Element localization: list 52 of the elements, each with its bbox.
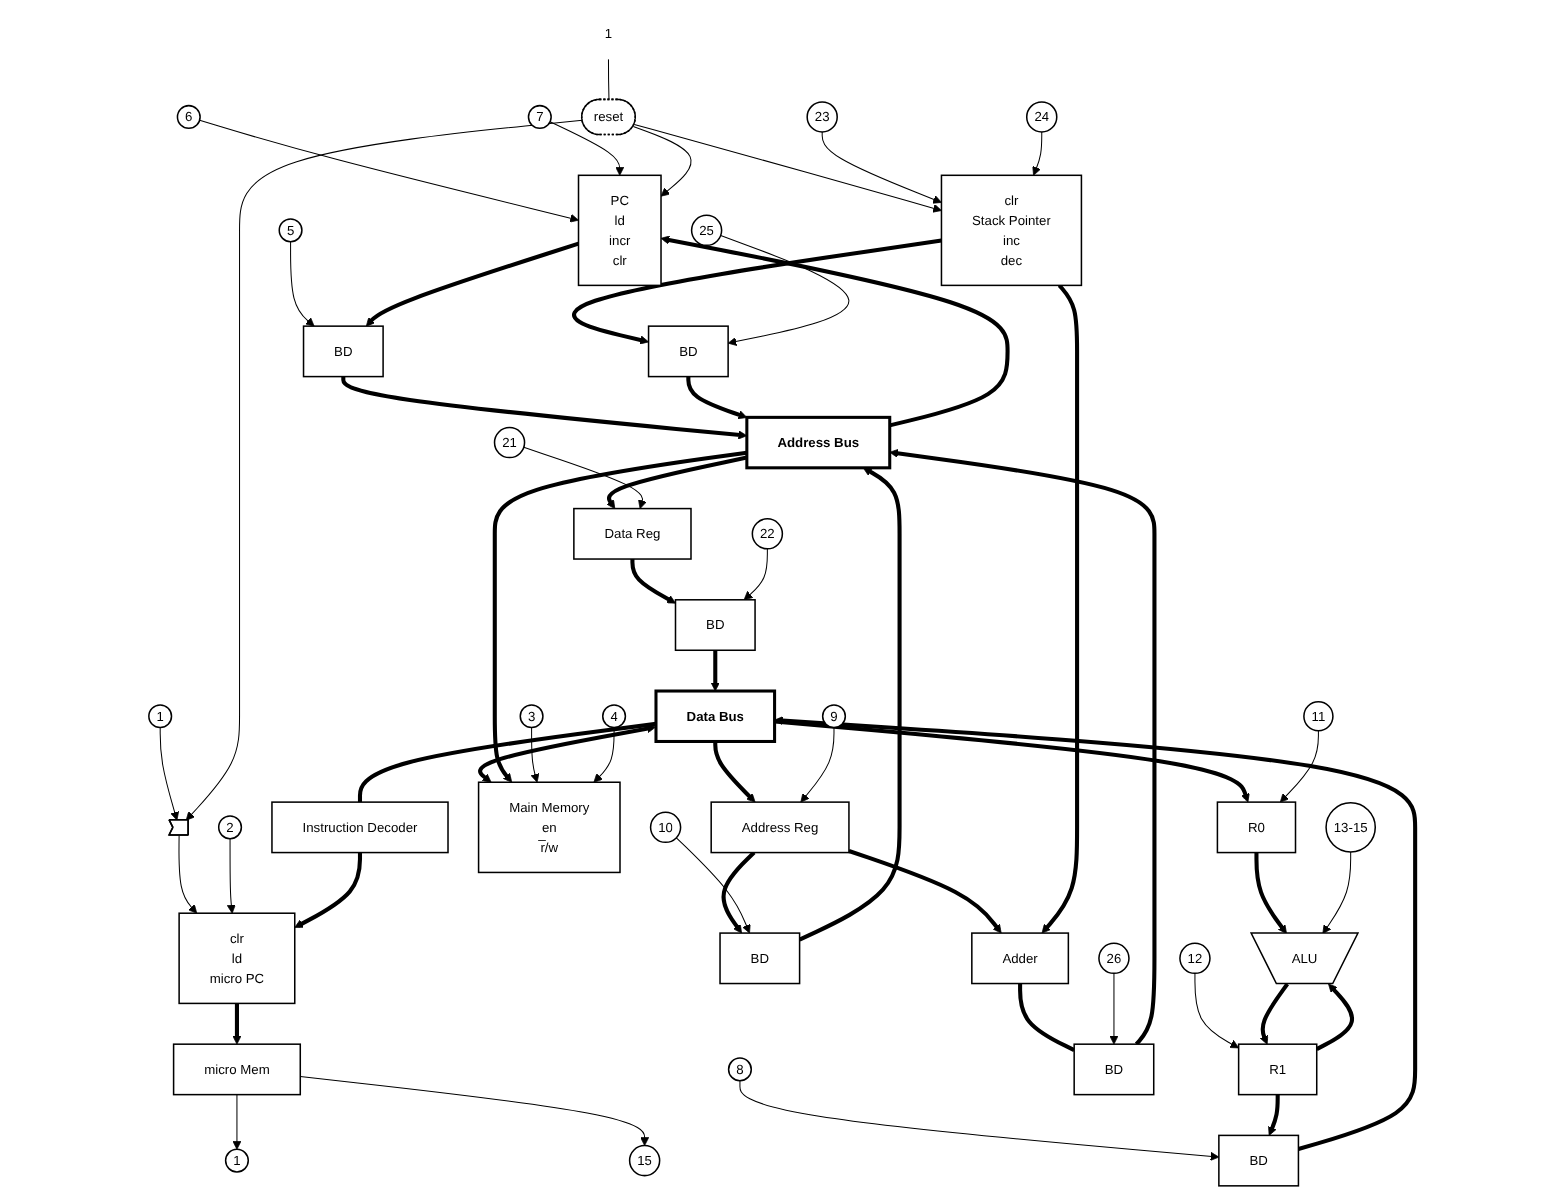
- arrow: [1041, 284, 1080, 934]
- arrow: [848, 849, 1002, 934]
- arrow: [606, 455, 748, 509]
- arrow: [686, 376, 748, 420]
- arrow: [299, 1076, 650, 1146]
- arrow: [798, 467, 902, 942]
- arrow: [739, 1080, 1220, 1161]
- arrow: [572, 238, 942, 345]
- arrow: [800, 727, 835, 803]
- arrow: [199, 119, 579, 223]
- arrow: [632, 125, 692, 197]
- connector: [357, 721, 657, 803]
- arrow: [713, 741, 756, 803]
- arrow: [178, 835, 198, 914]
- arrow: [743, 548, 768, 601]
- arrow: [630, 559, 676, 604]
- arrow: [290, 241, 315, 327]
- arrow: [1109, 972, 1119, 1045]
- arrow: [365, 241, 580, 327]
- arrow: [185, 119, 583, 821]
- arrow: [1322, 851, 1352, 934]
- connector: [608, 58, 610, 101]
- arrow: [1032, 131, 1043, 176]
- arrow: [774, 716, 1418, 1151]
- arrow: [1259, 982, 1290, 1045]
- arrow: [341, 376, 748, 440]
- arrow: [889, 448, 1157, 1046]
- arrow: [821, 131, 942, 204]
- arrow: [226, 838, 236, 914]
- arrow: [660, 235, 1010, 428]
- arrow: [294, 852, 363, 928]
- arrow: [530, 727, 540, 783]
- arrow: [1315, 983, 1354, 1051]
- arrow: [549, 121, 625, 176]
- arrow: [1254, 852, 1287, 934]
- arrow: [721, 851, 756, 934]
- arrow: [232, 1094, 242, 1150]
- arrow: [633, 123, 942, 213]
- arrow: [675, 837, 751, 934]
- arrow: [159, 727, 179, 821]
- arrow: [523, 446, 647, 509]
- connector: [1018, 983, 1076, 1052]
- arrow: [478, 724, 656, 783]
- arrow: [1194, 972, 1240, 1049]
- arrow: [1268, 1094, 1280, 1136]
- arrow: [720, 235, 850, 346]
- arrow: [593, 727, 615, 783]
- arrow: [710, 650, 720, 692]
- arrow: [492, 450, 748, 783]
- arrow: [774, 719, 1250, 803]
- arrow: [1279, 730, 1319, 803]
- arrow: [232, 1003, 242, 1045]
